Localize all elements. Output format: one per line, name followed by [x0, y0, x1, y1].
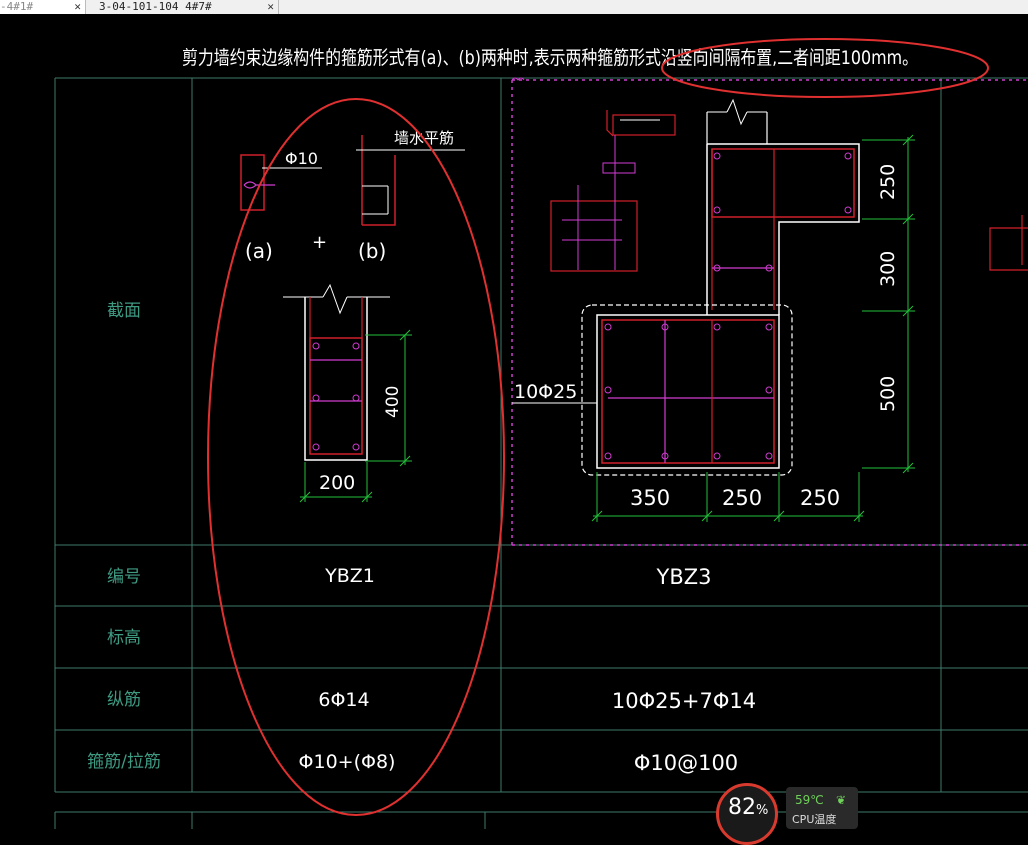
ybz3-dim-h3: 250: [800, 486, 840, 510]
tab-label: -4#1#: [0, 0, 34, 13]
ybz1-section: 400 200: [283, 283, 412, 503]
cpu-temp-panel: 59℃ ❦ CPU温度: [786, 787, 858, 829]
close-icon[interactable]: ✕: [267, 0, 274, 13]
tab-active[interactable]: -4#1# ✕: [0, 0, 86, 14]
cpu-temp: 59℃: [795, 793, 824, 807]
cpu-monitor-widget[interactable]: 82% 59℃ ❦ CPU温度: [716, 781, 858, 845]
cpu-temp-label: CPU温度: [792, 813, 837, 826]
ybz3-dim-v3: 500: [877, 376, 899, 412]
ybz3-section: 10Φ25 250 300 500 350 250 250: [511, 77, 1028, 546]
ybz3-dim-v1: 250: [877, 164, 899, 200]
schedule-table-grid: [54, 77, 1028, 829]
ybz1-dim-height: 400: [383, 386, 403, 418]
tab-bar: -4#1# ✕ 3-04-101-104 4#7# ✕: [0, 0, 1028, 14]
cad-drawing-canvas[interactable]: 剪力墙约束边缘构件的箍筋形式有(a)、(b)两种时,表示两种箍筋形式沿竖向间隔布…: [0, 14, 1028, 829]
ybz1-form-b: (b): [358, 239, 386, 263]
cpu-usage: 82%: [728, 795, 768, 820]
ybz1-stirrup: Φ10+(Φ8): [299, 751, 396, 773]
ybz3-rebar-label: 10Φ25: [514, 381, 577, 403]
markup-annotations: [207, 38, 989, 816]
ybz1-stirrup-label: Φ10: [285, 149, 318, 168]
ybz3-dim-h1: 350: [630, 486, 670, 510]
ybz3-dim-v2: 300: [877, 251, 899, 287]
ybz3-stirrup: Φ10@100: [634, 751, 738, 775]
row-header-longitudinal: 纵筋: [107, 690, 141, 710]
ybz3-number: YBZ3: [656, 565, 712, 589]
close-icon[interactable]: ✕: [74, 0, 81, 13]
row-header-elevation: 标高: [107, 628, 141, 648]
ybz1-longitudinal: 6Φ14: [318, 689, 369, 711]
ybz1-plus: +: [312, 232, 327, 253]
markup-ellipse-ybz1: [207, 98, 505, 816]
cpu-usage-unit: %: [756, 803, 769, 818]
row-header-section: 截面: [107, 301, 141, 321]
row-headers: 截面 编号 标高 纵筋 箍筋/拉筋: [87, 301, 161, 772]
cpu-usage-value: 82: [728, 795, 756, 820]
table-values: YBZ1 YBZ3 6Φ14 10Φ25+7Φ14 Φ10+(Φ8) Φ10@1…: [299, 565, 757, 775]
markup-ellipse-note: [661, 38, 989, 98]
hoop-form-note: 剪力墙约束边缘构件的箍筋形式有(a)、(b)两种时,表示两种箍筋形式沿竖向间隔布…: [182, 47, 918, 69]
tab-inactive[interactable]: 3-04-101-104 4#7# ✕: [87, 0, 279, 14]
ybz1-dim-width: 200: [319, 472, 355, 494]
row-header-stirrup: 箍筋/拉筋: [87, 752, 161, 772]
row-header-number: 编号: [107, 567, 141, 587]
tab-label: 3-04-101-104 4#7#: [99, 0, 212, 13]
ybz3-dim-h2: 250: [722, 486, 762, 510]
ybz1-number: YBZ1: [324, 565, 375, 587]
ybz1-form-a: (a): [245, 239, 273, 263]
leaf-icon: ❦: [836, 793, 847, 807]
ybz3-longitudinal: 10Φ25+7Φ14: [612, 689, 756, 713]
